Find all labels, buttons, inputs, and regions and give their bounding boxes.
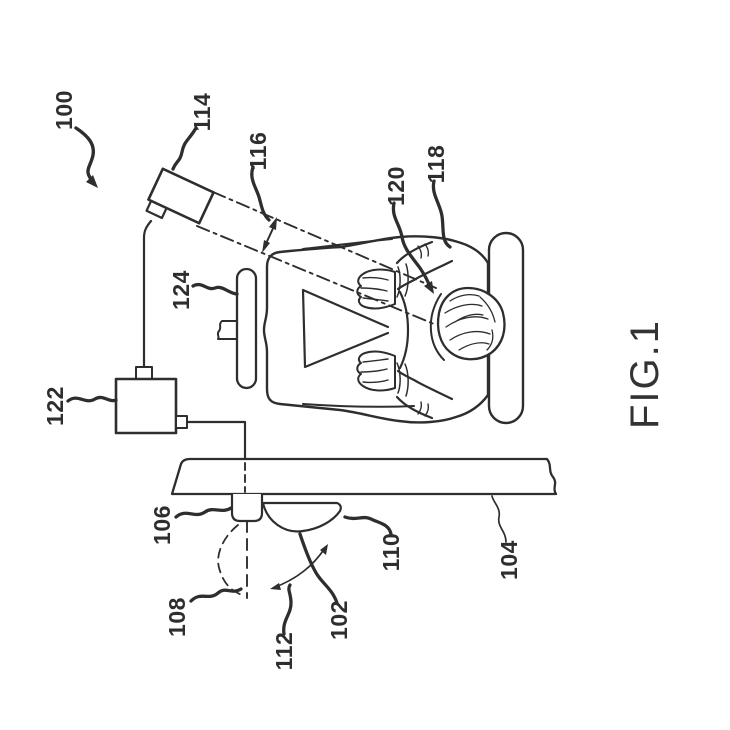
- leader-124: [191, 282, 239, 296]
- ref-label-102: 102: [326, 600, 352, 640]
- mirror-mount: [230, 494, 264, 523]
- steering-wheel: [216, 267, 258, 390]
- leader-114: [171, 126, 198, 171]
- driver-head: [436, 286, 506, 361]
- mirror-alt-position-dashed: [217, 524, 246, 597]
- ref-label-118: 118: [423, 144, 449, 184]
- leader-110: [343, 515, 393, 536]
- ref-label-100: 100: [51, 90, 77, 130]
- driver-hands: [356, 268, 396, 392]
- figure-caption: FIG.1: [623, 318, 667, 430]
- ref-label-120: 120: [383, 166, 409, 206]
- ref-label-116: 116: [245, 131, 271, 171]
- mirror-rotation-arrow: [270, 544, 328, 590]
- mirror-axis-dashed-line: [244, 462, 248, 599]
- leader-102: [298, 532, 339, 605]
- driver-and-seat: [262, 231, 525, 425]
- control-module: [114, 219, 247, 461]
- ref-label-106: 106: [149, 505, 175, 545]
- leader-106: [174, 506, 233, 519]
- leader-116: [250, 165, 271, 222]
- leader-lines: [66, 126, 507, 636]
- ref-label-112: 112: [271, 631, 297, 671]
- ref-label-124: 124: [168, 270, 194, 310]
- leader-122: [66, 395, 118, 403]
- ref-label-108: 108: [164, 597, 190, 637]
- field-of-view-rays: [196, 191, 437, 325]
- fov-span-arrow: [262, 217, 277, 253]
- leader-112: [282, 583, 293, 636]
- leader-104: [491, 495, 507, 543]
- windshield-header: [170, 457, 558, 496]
- leader-108: [189, 587, 243, 603]
- ref-label-104: 104: [496, 540, 522, 580]
- ref-label-122: 122: [42, 386, 68, 426]
- camera: [145, 167, 215, 225]
- leader-120: [391, 201, 434, 294]
- ref-label-110: 110: [378, 532, 404, 572]
- leader-100: [74, 126, 98, 188]
- leader-118: [431, 179, 452, 249]
- rearview-mirror: [261, 501, 342, 533]
- ref-label-114: 114: [189, 92, 215, 132]
